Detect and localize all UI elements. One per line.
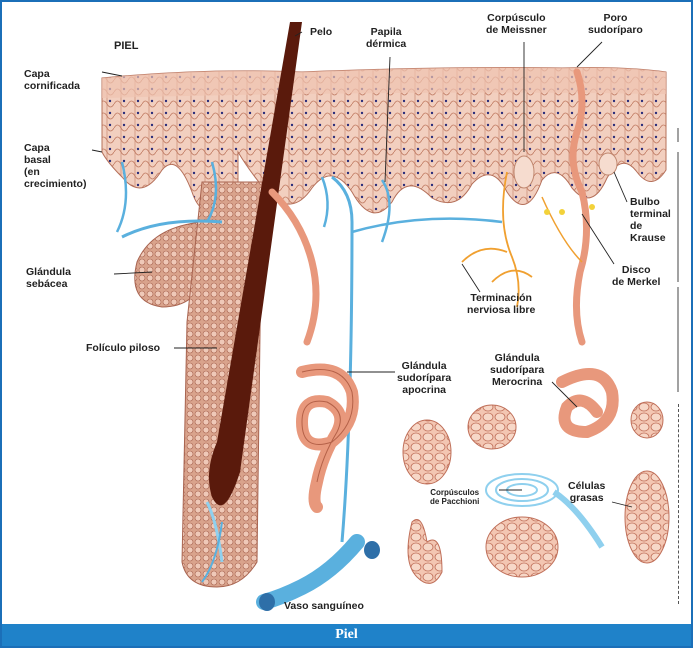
capa-cornificada-label: Capa cornificada (24, 68, 80, 92)
bulbo-krause-label: Bulbo terminal de Krause (630, 196, 671, 244)
pelo-label: Pelo (310, 26, 332, 38)
disco-merkel-label: Disco de Merkel (612, 264, 660, 288)
poro-sudoriparo-label: Poro sudoríparo (588, 12, 643, 36)
merocrine-coil (562, 374, 613, 432)
papila-dermica-label: Papila dérmica (366, 26, 406, 50)
fat-cluster (486, 517, 558, 577)
apocrine-gland-duct (272, 192, 316, 342)
fat-cluster (403, 420, 451, 484)
corpusculo-meissner-label: Corpúsculo de Meissner (486, 12, 547, 36)
meissner-corpuscle (514, 156, 534, 188)
glandula-sebacea-label: Glándula sebácea (26, 266, 71, 290)
terminacion-nerviosa-label: Terminación nerviosa libre (467, 292, 535, 316)
fat-cluster (408, 520, 442, 584)
glandula-apocrina-label: Glándula sudorípara apocrina (397, 360, 451, 396)
fat-cluster (468, 405, 516, 449)
piel-label: PIEL (114, 40, 138, 52)
blood-vessel (264, 542, 357, 602)
foliculo-piloso-label: Folículo piloso (86, 342, 160, 354)
celulas-grasas-label: Células grasas (568, 480, 605, 504)
corpusculos-pacchioni-label: Corpúsculos de Pacchioni (430, 488, 479, 506)
layer-divider (678, 404, 679, 604)
figure-caption: Piel (2, 624, 691, 646)
fat-cluster (631, 402, 663, 438)
fat-cluster (625, 471, 669, 563)
skin-diagram (2, 2, 691, 622)
krause-bulb (599, 153, 617, 175)
vaso-sanguineo-label: Vaso sanguíneo (284, 600, 364, 612)
capa-basal-label: Capa basal (en crecimiento) (24, 142, 86, 190)
glandula-merocrina-label: Glándula sudorípara Merocrina (490, 352, 544, 388)
